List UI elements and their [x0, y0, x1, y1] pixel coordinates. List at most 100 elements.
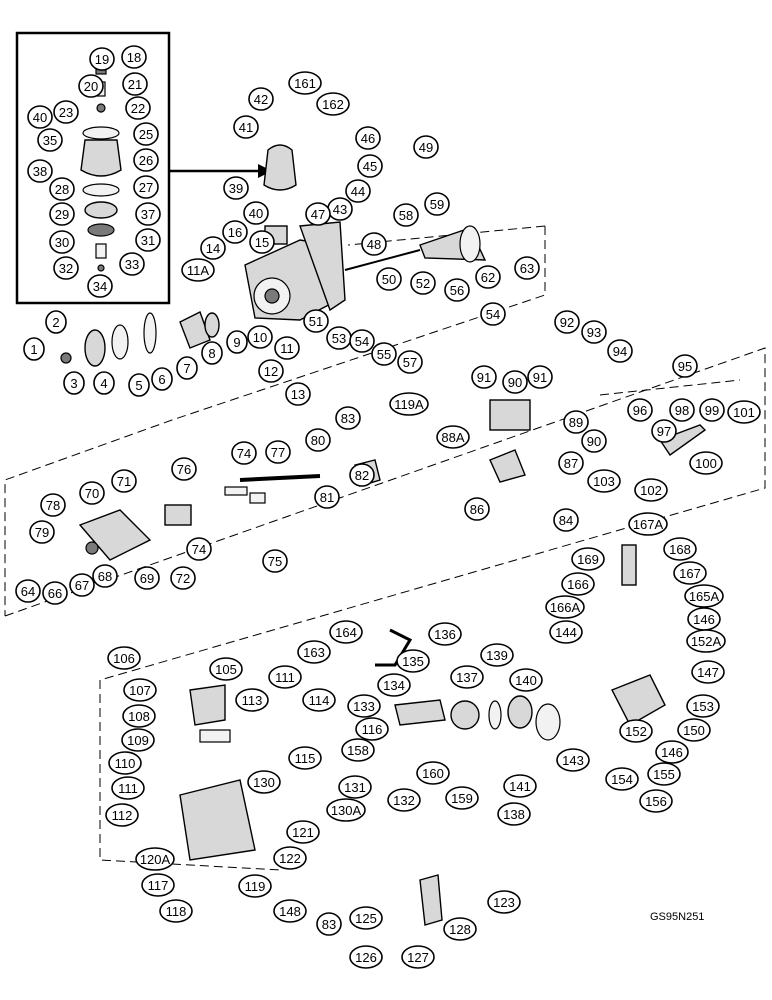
callout-label: 40 [33, 110, 47, 125]
callout-label: 37 [141, 207, 155, 222]
callout-169: 169 [571, 547, 605, 571]
callout-label: 115 [295, 751, 316, 766]
callout-label: 2 [52, 315, 59, 330]
callout-label: 107 [129, 683, 151, 698]
callout-label: 14 [206, 241, 220, 256]
callout-label: 160 [422, 766, 444, 781]
callout-label: 46 [361, 131, 375, 146]
callout-4: 4 [93, 371, 115, 395]
callout-137: 137 [450, 665, 484, 689]
callout-label: 76 [177, 462, 191, 477]
callout-167: 167 [673, 561, 707, 585]
callout-43: 43 [327, 197, 353, 221]
callout-135: 135 [396, 649, 430, 673]
callout-label: 75 [268, 554, 282, 569]
callout-130A: 130A [326, 798, 366, 822]
callout-138: 138 [497, 802, 531, 826]
callout-98: 98 [669, 398, 695, 422]
callout-label: 139 [486, 648, 508, 663]
callout-27: 27 [133, 175, 159, 199]
callout-label: 113 [242, 693, 263, 708]
callout-18: 18 [121, 45, 147, 69]
callout-6: 6 [151, 367, 173, 391]
callout-11: 11 [274, 336, 300, 360]
callout-136: 136 [428, 622, 462, 646]
callout-label: 13 [291, 387, 305, 402]
callout-57: 57 [397, 350, 423, 374]
callout-label: 168 [669, 542, 691, 557]
callout-52: 52 [410, 271, 436, 295]
callout-100: 100 [689, 451, 723, 475]
callout-label: 81 [320, 490, 334, 505]
callout-label: 91 [533, 370, 547, 385]
callout-87: 87 [558, 451, 584, 475]
callout-44: 44 [345, 179, 371, 203]
callout-83: 83 [335, 406, 361, 430]
callout-label: 25 [139, 127, 153, 142]
callout-20: 20 [78, 74, 104, 98]
callout-122: 122 [273, 846, 307, 870]
callout-label: 32 [59, 261, 73, 276]
callout-label: 122 [279, 851, 301, 866]
callout-label: 152A [691, 634, 722, 649]
callout-label: 21 [128, 77, 142, 92]
callout-38: 38 [27, 159, 53, 183]
callout-59: 59 [424, 192, 450, 216]
callout-71: 71 [111, 469, 137, 493]
callout-label: 130A [331, 803, 362, 818]
callout-label: 138 [503, 807, 525, 822]
callout-label: 18 [127, 50, 141, 65]
callout-label: 150 [683, 723, 705, 738]
callout-label: 108 [128, 709, 150, 724]
callout-53: 53 [326, 326, 352, 350]
callout-168: 168 [663, 537, 697, 561]
callout-label: 169 [577, 552, 599, 567]
callout-92: 92 [554, 310, 580, 334]
callout-label: 106 [113, 651, 135, 666]
callout-label: 51 [309, 314, 323, 329]
callout-label: 63 [520, 261, 534, 276]
callout-label: 71 [117, 474, 131, 489]
callout-label: 167 [679, 566, 701, 581]
callout-label: 163 [303, 645, 325, 660]
callout-label: 6 [158, 372, 165, 387]
callout-label: 91 [477, 370, 491, 385]
callout-15: 15 [249, 230, 275, 254]
callout-70: 70 [79, 481, 105, 505]
callout-label: 164 [335, 625, 357, 640]
callout-2: 2 [45, 310, 67, 334]
callout-label: 116 [362, 722, 383, 737]
callout-67: 67 [69, 573, 95, 597]
callout-160: 160 [416, 761, 450, 785]
callout-31: 31 [135, 228, 161, 252]
callout-label: 119A [394, 397, 424, 412]
callout-90: 90 [581, 429, 607, 453]
callout-label: 158 [347, 743, 369, 758]
callout-label: 8 [208, 346, 215, 361]
callout-25: 25 [133, 122, 159, 146]
callout-label: 28 [55, 182, 69, 197]
callout-5: 5 [128, 373, 150, 397]
callout-161: 161 [288, 71, 322, 95]
callout-93: 93 [581, 320, 607, 344]
callout-156: 156 [639, 789, 673, 813]
callout-label: 72 [176, 571, 190, 586]
callout-63: 63 [514, 256, 540, 280]
callout-146: 146 [655, 740, 689, 764]
callout-74: 74 [186, 537, 212, 561]
callout-94: 94 [607, 339, 633, 363]
callout-label: 5 [135, 378, 142, 393]
callout-8: 8 [201, 341, 223, 365]
callout-152: 152 [619, 719, 653, 743]
callout-label: 165A [689, 589, 720, 604]
callout-label: 152 [625, 724, 647, 739]
callout-label: 20 [84, 79, 98, 94]
callout-label: 135 [402, 654, 424, 669]
callout-134: 134 [377, 673, 411, 697]
callout-39: 39 [223, 176, 249, 200]
callout-label: 109 [127, 733, 149, 748]
callout-12: 12 [258, 359, 284, 383]
callout-label: 57 [403, 355, 417, 370]
callout-68: 68 [92, 564, 118, 588]
